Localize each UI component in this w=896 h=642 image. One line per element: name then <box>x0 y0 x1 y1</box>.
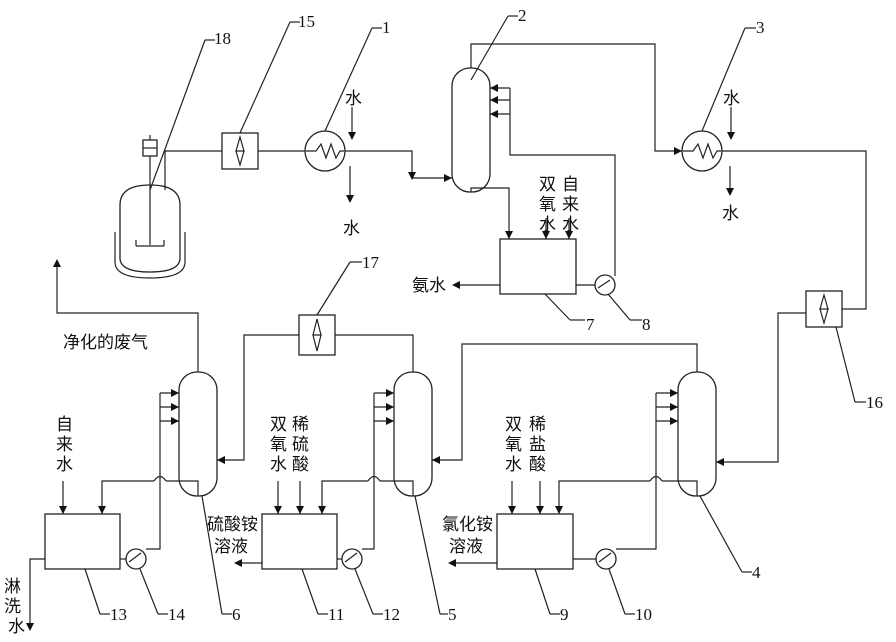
purified-gas: 净化的废气 <box>63 333 148 352</box>
h2o2-9-3: 水 <box>505 455 522 474</box>
ammonium-chloride-1: 氯化铵 <box>442 515 493 534</box>
label-13: 13 <box>110 605 127 624</box>
column-2 <box>452 68 490 192</box>
wash-1: 淋 <box>4 577 21 596</box>
hydrochloric-1: 稀 <box>529 415 546 434</box>
fan-16 <box>806 291 842 327</box>
column-5 <box>394 372 432 496</box>
h2o2-7-3: 水 <box>539 215 556 234</box>
condenser-1 <box>305 131 345 171</box>
tank-11 <box>262 514 337 569</box>
label-15: 15 <box>298 12 315 31</box>
piping <box>26 44 866 631</box>
label-11: 11 <box>328 605 344 624</box>
ammonium-sulfate-1: 硫酸铵 <box>207 515 258 534</box>
ammonia-water: 氨水 <box>412 276 446 295</box>
reactor-18 <box>115 135 185 278</box>
ammonium-chloride-2: 溶液 <box>449 537 483 556</box>
tank-13 <box>45 514 120 569</box>
label-18: 18 <box>214 29 231 48</box>
label-7: 7 <box>586 315 595 334</box>
label-8: 8 <box>642 315 651 334</box>
label-17: 17 <box>362 253 380 272</box>
sulfuric-2: 硫 <box>292 435 309 454</box>
h2o2-9-2: 氧 <box>505 435 522 454</box>
tap-13-1: 自 <box>56 415 73 434</box>
h2o2-11-2: 氧 <box>270 435 287 454</box>
label-12: 12 <box>383 605 400 624</box>
h2o2-7-2: 氧 <box>539 195 556 214</box>
label-3: 3 <box>756 18 765 37</box>
label-5: 5 <box>448 605 457 624</box>
h2o2-11-1: 双 <box>270 415 287 434</box>
label-1: 1 <box>382 18 391 37</box>
label-9: 9 <box>560 605 569 624</box>
tap-7-2: 来 <box>562 195 579 214</box>
tap-13-3: 水 <box>56 455 73 474</box>
pump-10 <box>596 549 616 569</box>
water-in-1: 水 <box>345 89 362 108</box>
ammonium-sulfate-2: 溶液 <box>214 537 248 556</box>
fan-17 <box>299 315 335 355</box>
label-6: 6 <box>232 605 241 624</box>
tank-7 <box>500 239 576 294</box>
tap-13-2: 来 <box>56 435 73 454</box>
fan-15 <box>222 133 258 169</box>
column-4 <box>678 372 716 496</box>
water-out-3: 水 <box>722 204 739 223</box>
label-4: 4 <box>752 563 761 582</box>
wash-3: 水 <box>8 617 25 636</box>
tap-7-3: 水 <box>562 215 579 234</box>
label-2: 2 <box>518 6 527 25</box>
condenser-3 <box>682 131 722 171</box>
hydrochloric-2: 盐 <box>529 435 546 454</box>
tank-9 <box>497 514 573 569</box>
pump-12 <box>342 549 362 569</box>
h2o2-7-1: 双 <box>539 175 556 194</box>
column-6 <box>179 372 217 496</box>
h2o2-11-3: 水 <box>270 455 287 474</box>
label-14: 14 <box>168 605 186 624</box>
pump-14 <box>126 549 146 569</box>
h2o2-9-1: 双 <box>505 415 522 434</box>
label-16: 16 <box>866 393 883 412</box>
wash-2: 洗 <box>4 597 21 616</box>
label-10: 10 <box>635 605 652 624</box>
pump-8 <box>595 275 615 295</box>
sulfuric-3: 酸 <box>292 455 309 474</box>
water-in-3: 水 <box>723 89 740 108</box>
tap-7-1: 自 <box>562 175 579 194</box>
sulfuric-1: 稀 <box>292 415 309 434</box>
water-out-1: 水 <box>343 219 360 238</box>
hydrochloric-3: 酸 <box>529 455 546 474</box>
